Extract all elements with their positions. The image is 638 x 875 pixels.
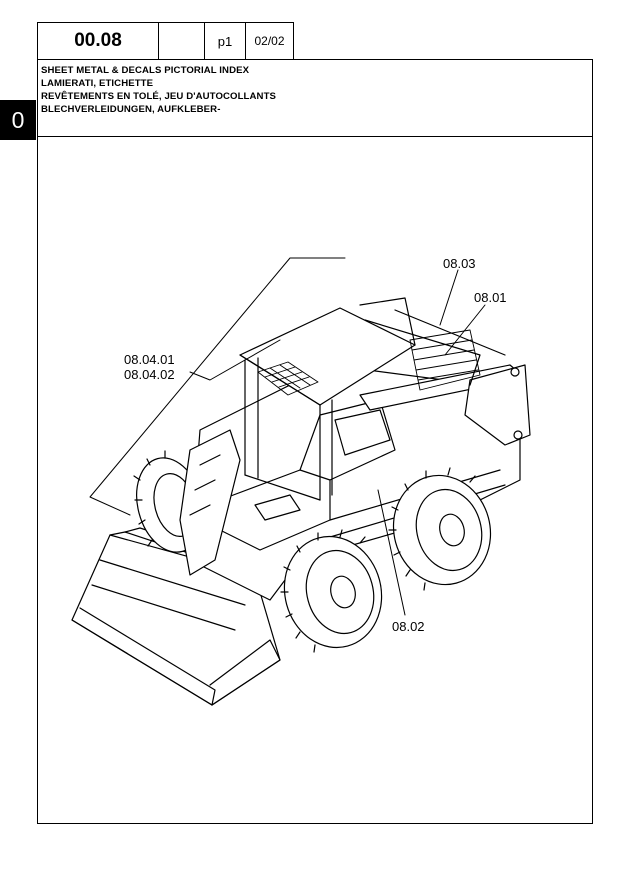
callout-08-04-01: 08.04.01 (124, 352, 175, 367)
title-french: REVÊTEMENTS EN TOLÉ, JEU D'AUTOCOLLANTS (41, 91, 277, 102)
lift-arm (179, 364, 531, 576)
callout-08-03: 08.03 (443, 256, 476, 271)
callout-leaders (89, 257, 486, 616)
leader-08-04-arrow (189, 339, 281, 381)
roof-vent-grid (257, 361, 319, 396)
section-tab: 0 (0, 100, 36, 140)
leader-08-01 (444, 304, 486, 356)
leader-08-04 (89, 257, 346, 516)
callout-08-02: 08.02 (392, 619, 425, 634)
title-english: SHEET METAL & DECALS PICTORIAL INDEX (41, 65, 250, 76)
title-german: BLECHVERLEIDUNGEN, AUFKLEBER- (41, 104, 221, 115)
leader-08-03 (439, 269, 459, 326)
drawing-frame (37, 136, 593, 824)
callout-08-01: 08.01 (474, 290, 507, 305)
machine-body (189, 364, 521, 601)
cab-rops (239, 297, 506, 501)
title-italian: LAMIERATI, ETICHETTE (41, 78, 154, 89)
wheel-rear-right (388, 467, 492, 591)
rear-grille (409, 329, 481, 391)
callout-08-04-02: 08.04.02 (124, 367, 175, 382)
leader-08-02 (377, 489, 406, 616)
wheel-front-right (280, 529, 383, 653)
